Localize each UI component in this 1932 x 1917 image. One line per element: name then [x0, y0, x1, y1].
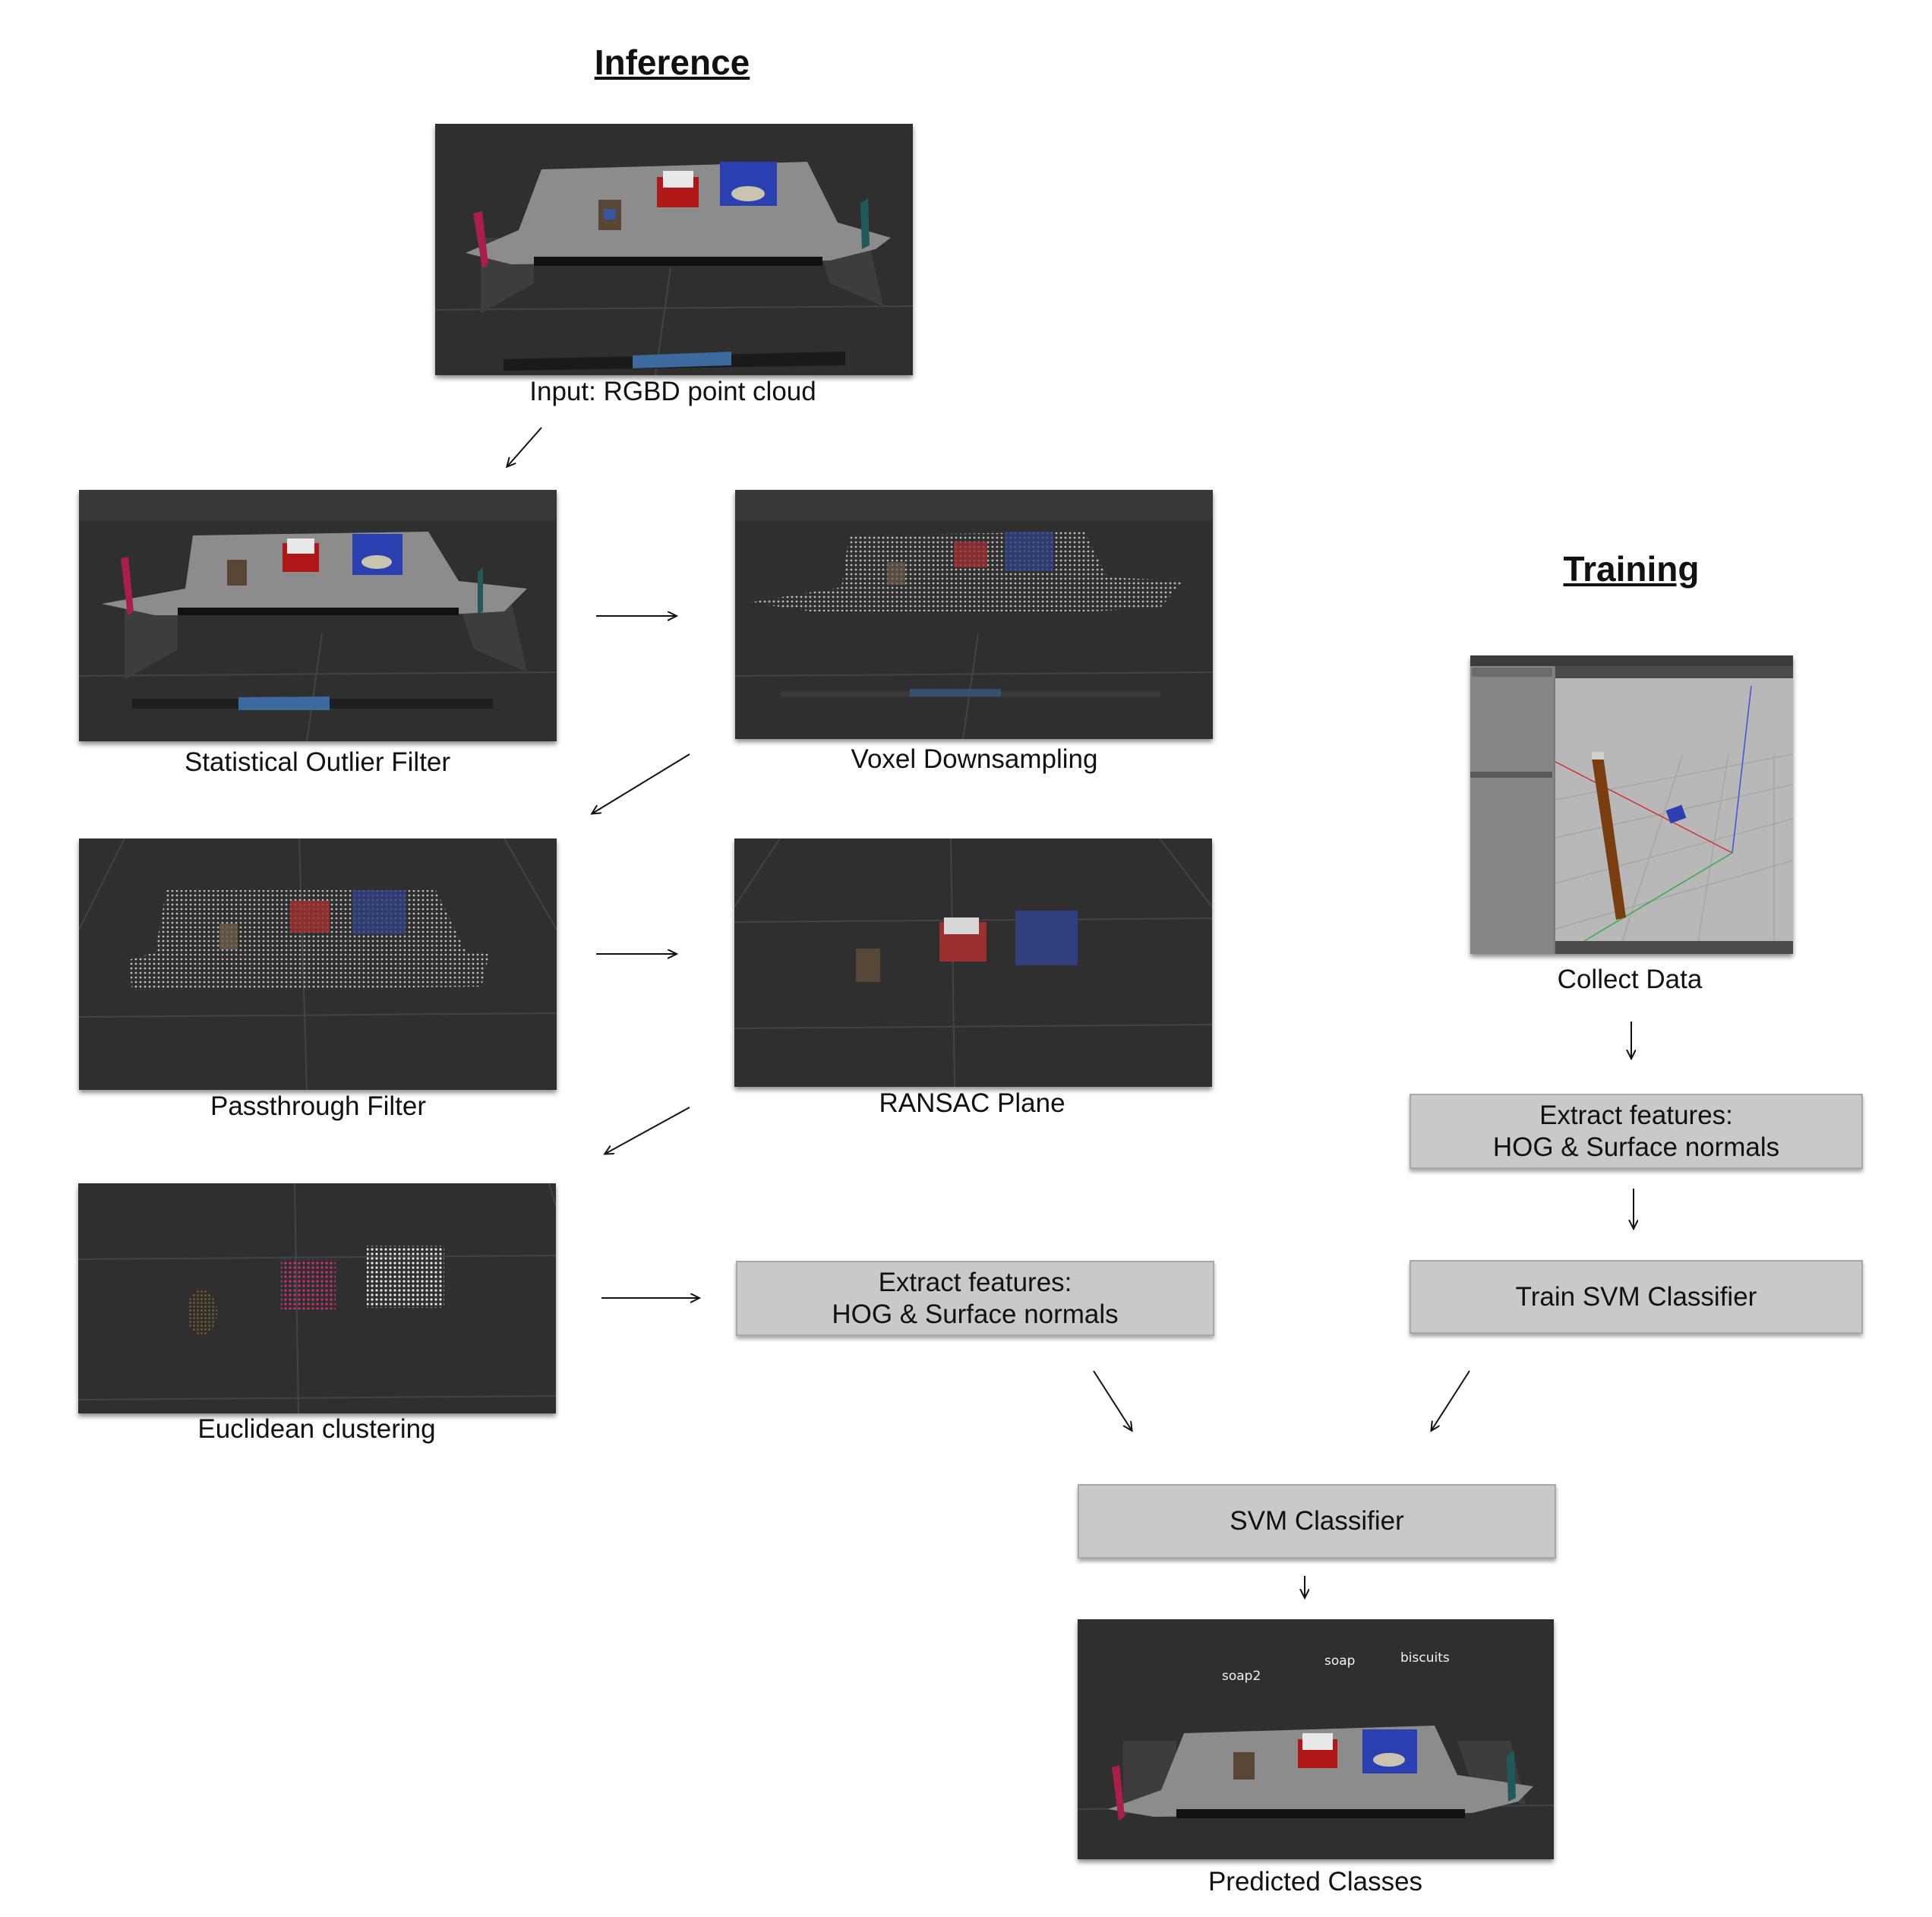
- passthrough-caption: Passthrough Filter: [210, 1091, 427, 1121]
- label-biscuits: biscuits: [1400, 1650, 1450, 1666]
- extract-features-inference-box: Extract features: HOG & Surface normals: [736, 1261, 1214, 1336]
- train-svm-box: Train SVM Classifier: [1410, 1260, 1863, 1334]
- input-point-cloud-image: [435, 124, 913, 375]
- arrow-train-to-svm: [1432, 1370, 1470, 1430]
- outlier-caption: Statistical Outlier Filter: [184, 747, 451, 777]
- ransac-caption: RANSAC Plane: [879, 1088, 1065, 1118]
- extract-features-inference-line2: HOG & Surface normals: [832, 1299, 1119, 1329]
- arrow-extract-to-svm: [1093, 1370, 1132, 1430]
- ransac-plane-image: [734, 838, 1212, 1087]
- statistical-outlier-image: [79, 490, 557, 741]
- svm-classifier-label: SVM Classifier: [1230, 1506, 1404, 1536]
- svm-classifier-box: SVM Classifier: [1078, 1484, 1556, 1559]
- inference-heading: Inference: [594, 43, 750, 82]
- training-heading: Training: [1563, 549, 1700, 589]
- label-soap: soap: [1324, 1653, 1355, 1669]
- voxel-caption: Voxel Downsampling: [851, 744, 1098, 774]
- extract-features-training-line1: Extract features:: [1539, 1100, 1733, 1130]
- collect-data-image: [1470, 655, 1793, 954]
- extract-features-training-box: Extract features: HOG & Surface normals: [1410, 1094, 1863, 1169]
- predicted-classes-image: soap2 soap biscuits: [1078, 1619, 1554, 1859]
- train-svm-label: Train SVM Classifier: [1515, 1281, 1757, 1312]
- label-soap2: soap2: [1222, 1669, 1261, 1684]
- arrow-voxel-to-passthrough: [592, 753, 690, 813]
- voxel-downsampling-image: [735, 490, 1213, 739]
- extract-features-training-line2: HOG & Surface normals: [1492, 1132, 1780, 1162]
- extract-features-inference-line1: Extract features:: [878, 1267, 1072, 1297]
- cluster-caption: Euclidean clustering: [197, 1414, 436, 1444]
- collect-caption: Collect Data: [1557, 965, 1703, 994]
- passthrough-filter-image: [79, 838, 557, 1090]
- arrow-input-to-outlier: [507, 427, 542, 466]
- input-caption: Input: RGBD point cloud: [529, 377, 816, 406]
- euclidean-clustering-image: [78, 1183, 556, 1413]
- predicted-caption: Predicted Classes: [1208, 1867, 1423, 1896]
- arrow-ransac-to-cluster: [605, 1107, 690, 1154]
